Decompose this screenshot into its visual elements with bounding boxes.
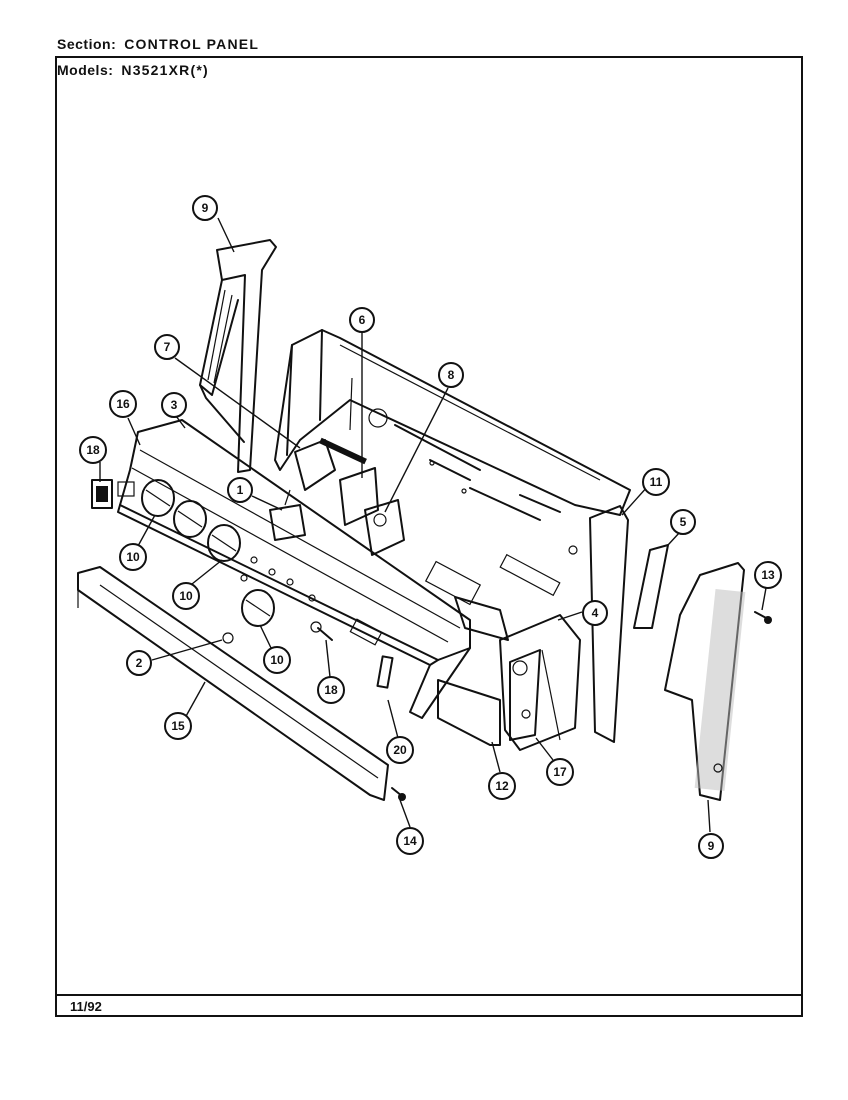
svg-text:1: 1	[237, 483, 244, 497]
models-header: Models: N3521XR(*)	[57, 62, 209, 78]
callout-3: 3	[161, 392, 187, 418]
callout-11: 11	[642, 468, 670, 496]
svg-text:18: 18	[86, 443, 100, 457]
control-knobs	[141, 479, 316, 627]
section-label: Section:	[57, 36, 117, 52]
knob	[141, 479, 175, 517]
svg-text:3: 3	[171, 398, 178, 412]
callout-8: 8	[438, 362, 464, 388]
callout-16: 16	[109, 390, 137, 418]
svg-text:9: 9	[202, 201, 209, 215]
svg-text:9: 9	[708, 839, 715, 853]
svg-text:10: 10	[270, 653, 284, 667]
callout-15: 15	[164, 712, 192, 740]
side-trim-piece	[633, 544, 669, 629]
callout-4: 4	[582, 600, 608, 626]
svg-text:16: 16	[116, 397, 130, 411]
svg-text:18: 18	[324, 683, 338, 697]
svg-text:14: 14	[403, 834, 417, 848]
callout-17: 17	[546, 758, 574, 786]
support-rail	[437, 679, 501, 746]
models-value: N3521XR(*)	[121, 62, 209, 78]
svg-text:15: 15	[171, 719, 185, 733]
callout-12: 12	[488, 772, 516, 800]
svg-text:13: 13	[761, 568, 775, 582]
svg-text:5: 5	[680, 515, 687, 529]
diagram-frame	[55, 56, 803, 1017]
callout-10: 10	[263, 646, 291, 674]
control-housing	[274, 329, 631, 606]
callout-10: 10	[119, 543, 147, 571]
callout-10: 10	[172, 582, 200, 610]
knob	[173, 500, 207, 538]
screws	[310, 611, 772, 801]
knob	[207, 524, 241, 562]
light-switch	[91, 479, 135, 509]
svg-text:11: 11	[650, 475, 663, 489]
svg-text:8: 8	[448, 368, 455, 382]
callout-5: 5	[670, 509, 696, 535]
callouts: 9 7 6 8 16 3 18 1 10 10 10 2 15 18 20 14…	[79, 195, 782, 859]
section-header: Section: CONTROL PANEL	[57, 36, 259, 52]
models-label: Models:	[57, 62, 114, 78]
callout-18: 18	[317, 676, 345, 704]
right-end-bracket	[664, 562, 746, 801]
callout-18: 18	[79, 436, 107, 464]
footer-date: 11/92	[70, 999, 102, 1014]
callout-13: 13	[754, 561, 782, 589]
svg-text:10: 10	[179, 589, 193, 603]
svg-text:6: 6	[359, 313, 366, 327]
right-end-assembly	[499, 505, 629, 751]
callout-20: 20	[386, 736, 414, 764]
callout-9: 9	[698, 833, 724, 859]
front-control-panel	[117, 419, 509, 719]
section-value: CONTROL PANEL	[124, 36, 260, 52]
switch-components	[269, 437, 405, 556]
svg-text:20: 20	[393, 743, 407, 757]
callout-9: 9	[192, 195, 218, 221]
svg-text:4: 4	[592, 606, 599, 620]
callout-6: 6	[349, 307, 375, 333]
leader-lines	[99, 217, 767, 833]
callout-2: 2	[126, 650, 152, 676]
callout-7: 7	[154, 334, 180, 360]
svg-text:12: 12	[495, 779, 509, 793]
callout-14: 14	[396, 827, 424, 855]
svg-text:2: 2	[136, 656, 143, 670]
svg-text:7: 7	[164, 340, 171, 354]
knob	[241, 589, 275, 627]
left-end-bracket	[199, 239, 277, 473]
svg-text:10: 10	[126, 550, 140, 564]
svg-text:17: 17	[553, 765, 567, 779]
lower-trim-strip	[77, 566, 389, 801]
footer-divider	[55, 994, 803, 996]
callout-1: 1	[227, 477, 253, 503]
